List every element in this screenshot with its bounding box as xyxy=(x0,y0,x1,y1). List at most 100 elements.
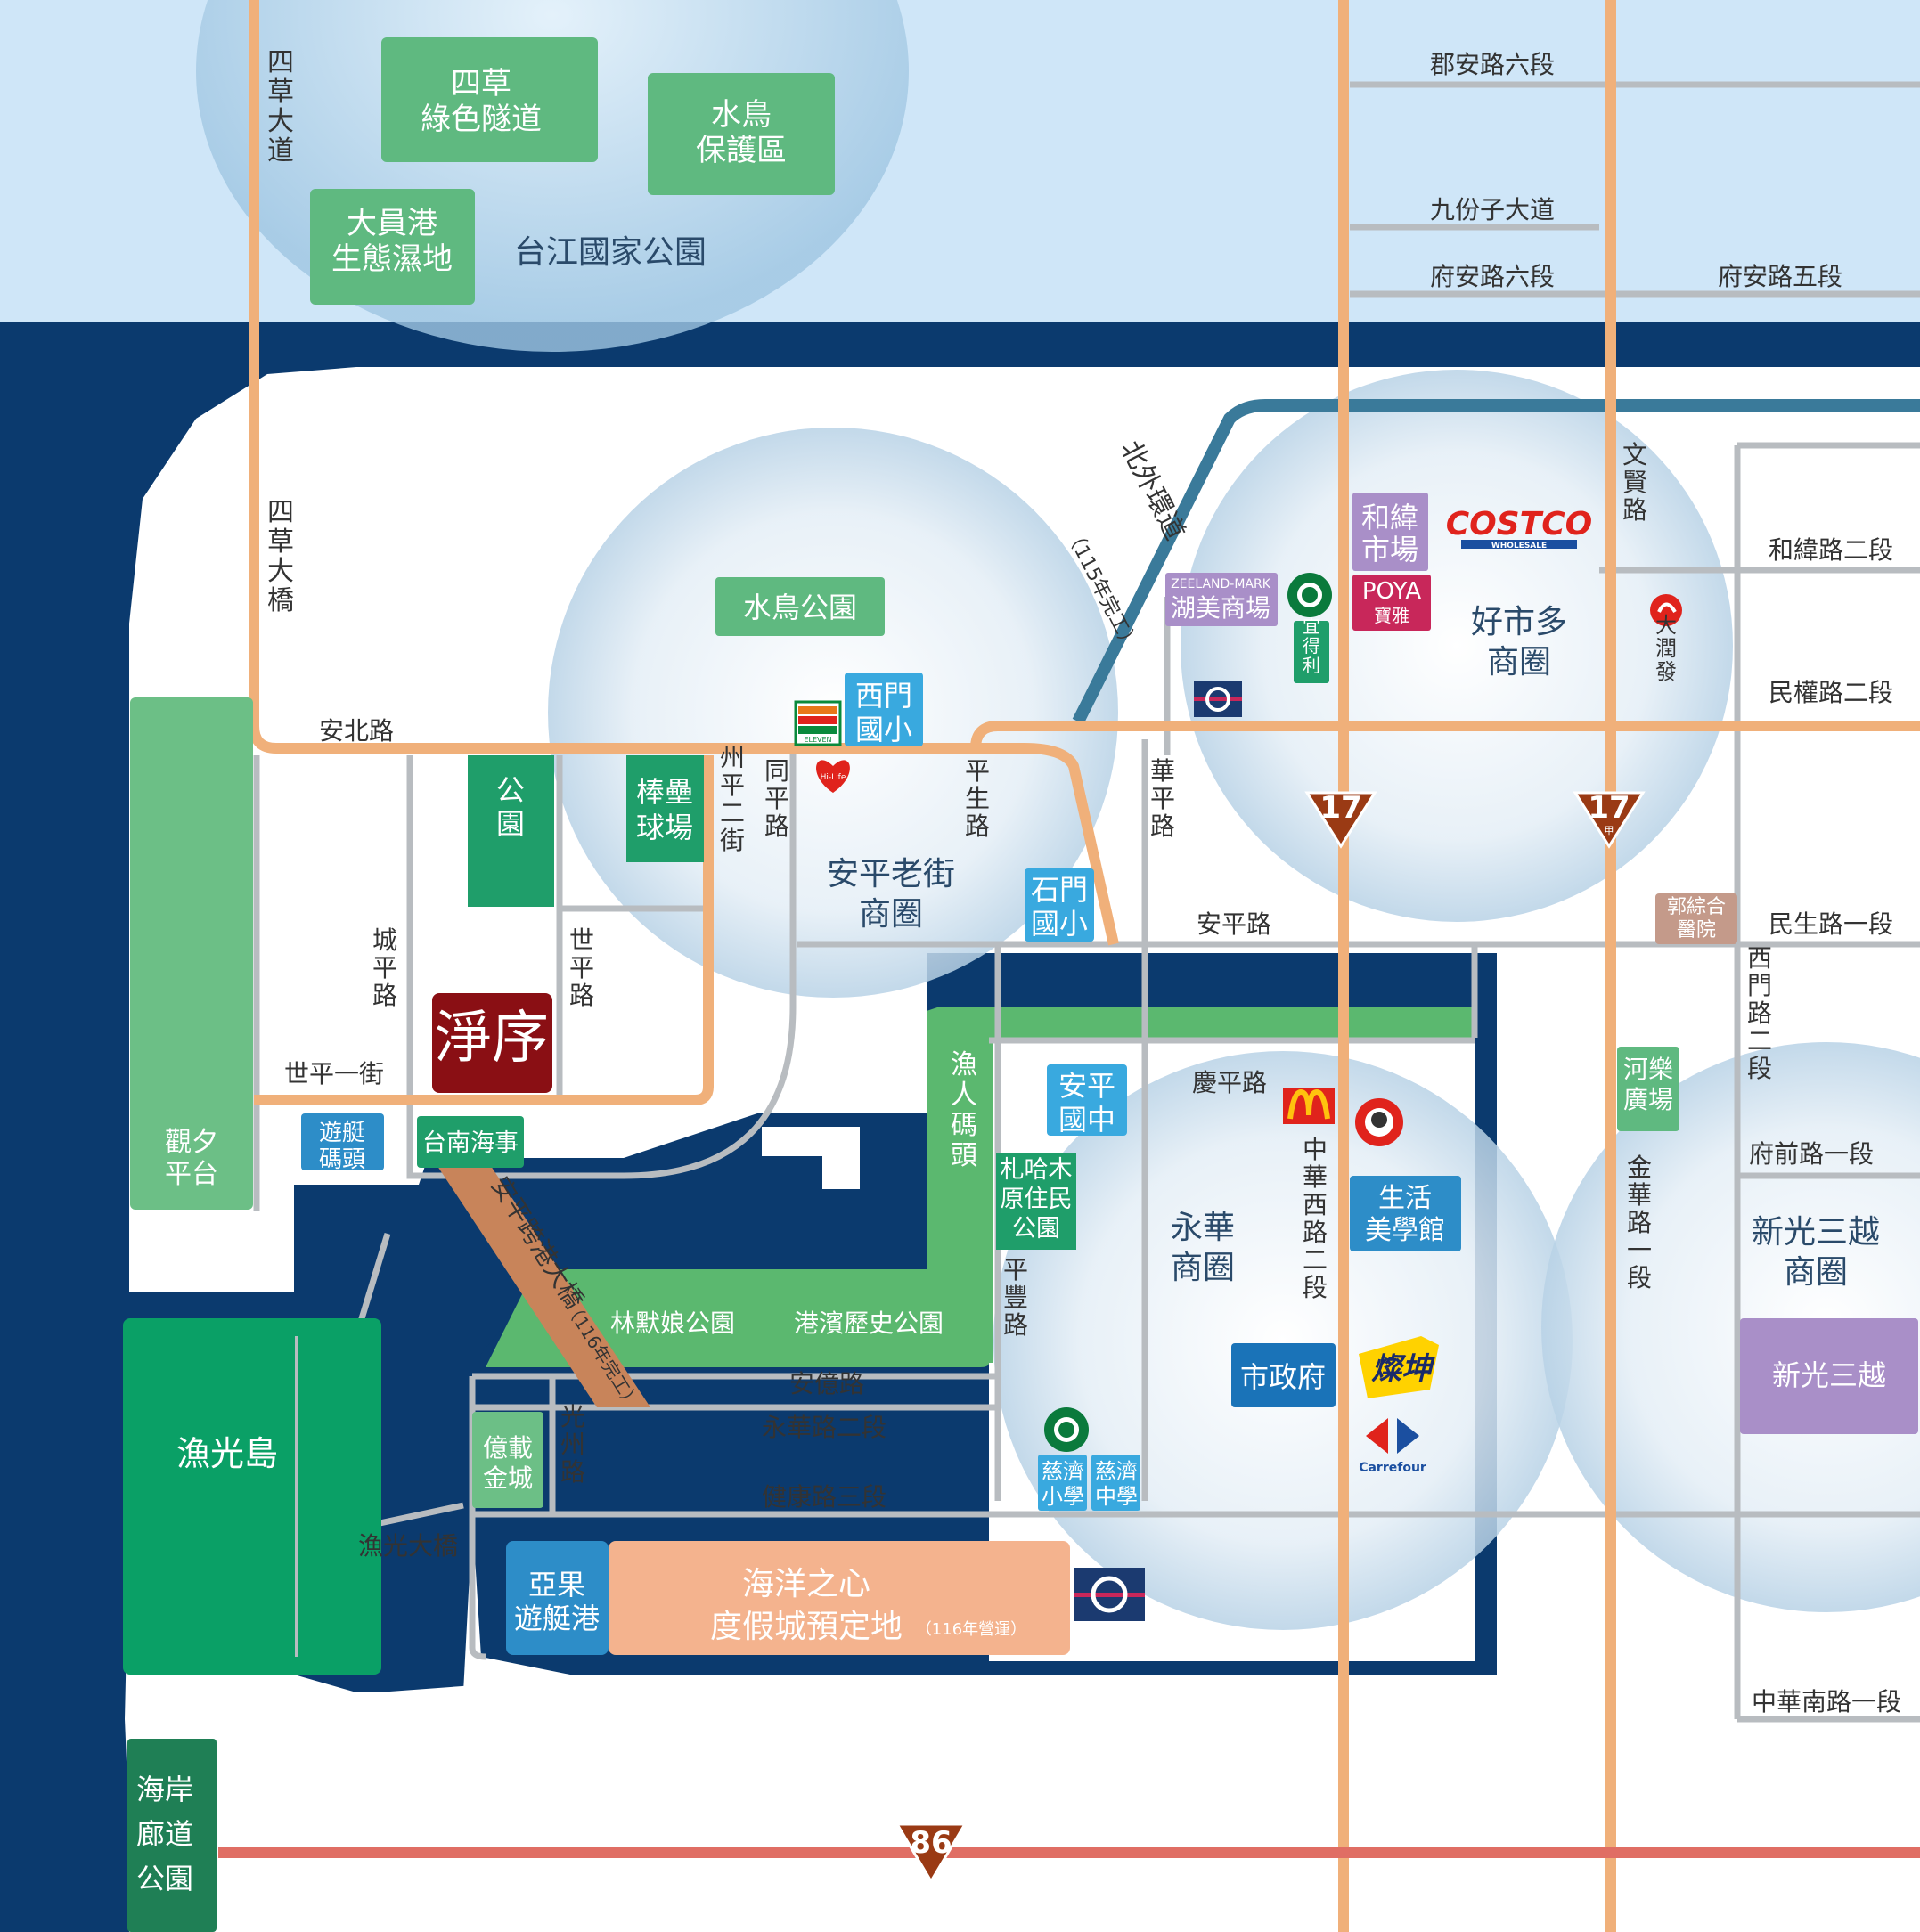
label-chengping: 城平路 xyxy=(372,925,397,1010)
box-sicao-tunnel xyxy=(381,37,598,162)
label-tongping: 同平路 xyxy=(764,756,789,841)
box-yidekli xyxy=(1294,621,1329,683)
box-bird-reserve xyxy=(648,73,835,195)
kfc-logo xyxy=(1355,1098,1403,1146)
label-huiemei-mall: 湖美商場 xyxy=(1171,593,1270,623)
label-huaping: 華平路 xyxy=(1150,756,1175,841)
label-anping-jh: 安平國中 xyxy=(1058,1069,1115,1137)
label-pingfeng: 平豐路 xyxy=(1003,1255,1028,1340)
main-roads xyxy=(249,0,1920,1932)
seven-eleven-logo: ELEVEN xyxy=(794,700,842,746)
box-guanxi xyxy=(130,697,253,1210)
label-jiufenzi: 九份子大道 xyxy=(1430,195,1555,224)
box-anping-jh xyxy=(1047,1064,1127,1136)
box-city-hall xyxy=(1231,1343,1336,1407)
label-guanxi: 觀夕平台 xyxy=(165,1127,218,1190)
label-ximen-elem: 西門國小 xyxy=(855,679,912,746)
box-lifestyle xyxy=(1350,1176,1461,1251)
carrefour-text: Carrefour xyxy=(1359,1461,1426,1475)
label-guangzhou: 光州路 xyxy=(560,1402,585,1487)
label-qingping: 慶平路 xyxy=(1192,1068,1267,1097)
carrefour-logo: Carrefour xyxy=(1359,1418,1426,1475)
box-jingxu xyxy=(432,993,552,1093)
label-minsheng1: 民生路一段 xyxy=(1769,909,1893,939)
water-basin-inner xyxy=(762,1156,822,1189)
label-yuguang-bridge: 漁光大橋 xyxy=(358,1531,458,1561)
hilife-text: Hi-Life xyxy=(821,773,846,782)
box-ximen-elem xyxy=(845,673,923,746)
costco-brand: COSTCO xyxy=(1446,506,1593,542)
label-yizai-jincheng: 億載金城 xyxy=(483,1433,533,1493)
green-belt xyxy=(486,1007,1475,1367)
label-sicao-ave: 四草大道 xyxy=(267,47,294,167)
label-yuguang-island: 漁光島 xyxy=(176,1434,278,1473)
label-cihji-elem: 慈濟小學 xyxy=(1042,1459,1084,1509)
hw17a-shield: 17 甲 xyxy=(1573,790,1646,849)
starbucks-icon-2 xyxy=(1044,1407,1089,1452)
box-dayuan-wetland xyxy=(310,189,475,305)
label-tainan-maritime: 台南海事 xyxy=(422,1129,519,1157)
label-costco-area: 好市多商圈 xyxy=(1471,604,1567,681)
label-jingxu: 淨序 xyxy=(435,1006,549,1072)
label-baseball: 棒壘球場 xyxy=(636,775,693,844)
box-guo-hospital xyxy=(1655,893,1737,944)
box-coastal-park xyxy=(127,1739,217,1932)
darun-icon xyxy=(1650,594,1682,626)
seven-eleven-text: ELEVEN xyxy=(804,736,831,744)
jinstore-text: 燦坤 xyxy=(1371,1351,1435,1387)
box-cihji-elem xyxy=(1038,1455,1087,1511)
box-ocean-heart xyxy=(609,1541,1070,1655)
label-wenxian: 文賢路 xyxy=(1622,440,1647,525)
label-anping-oldst: 安平老街商圈 xyxy=(827,856,955,933)
hw17-number: 17 xyxy=(1319,790,1361,826)
metro-icon-2 xyxy=(1074,1568,1145,1621)
bubble-yonghua xyxy=(993,1051,1573,1630)
label-linmoniang-park: 林默娘公園 xyxy=(610,1308,735,1338)
label-city-hall: 市政府 xyxy=(1240,1360,1326,1394)
box-yuguang-island xyxy=(123,1318,381,1675)
label-dayuan-wetland: 大員港生態濕地 xyxy=(331,206,453,277)
box-huiemei xyxy=(1165,573,1278,626)
label-zhonghuanan1: 中華南路一段 xyxy=(1752,1687,1901,1716)
box-bird-park xyxy=(715,577,885,636)
label-lifestyle-hall: 生活美學館 xyxy=(1365,1183,1445,1246)
label-junan6: 郡安路六段 xyxy=(1430,50,1555,79)
costco-logo: COSTCO WHOLESALE xyxy=(1446,506,1593,550)
box-shinkong xyxy=(1740,1318,1918,1434)
hw17a-sub: 甲 xyxy=(1605,825,1614,836)
box-poya xyxy=(1352,575,1431,631)
label-shiping: 世平路 xyxy=(569,925,594,1010)
label-yonghua-area: 永華商圈 xyxy=(1171,1210,1235,1286)
label-jinhua1: 金華路一段 xyxy=(1627,1153,1652,1292)
metro-icon-1 xyxy=(1194,681,1242,717)
label-yuren-wharf: 漁人碼頭 xyxy=(951,1049,977,1171)
label-park-label: 公園 xyxy=(496,773,525,841)
bubble-shinkong xyxy=(1541,1042,1920,1612)
label-guo-hospital: 郭綜合醫院 xyxy=(1667,896,1726,942)
label-shinkong: 新光三越 xyxy=(1772,1358,1886,1392)
label-pingsheng: 平生路 xyxy=(965,756,990,841)
label-bird-reserve: 水鳥保護區 xyxy=(696,97,787,168)
label-ocean-heart-note: （116年營運） xyxy=(916,1620,1026,1639)
label-shimen-elem: 石門國小 xyxy=(1031,873,1088,941)
label-heyue-plaza: 河樂廣場 xyxy=(1623,1055,1673,1114)
label-zhonghuaxi2: 中華西路二段 xyxy=(1303,1135,1328,1302)
label-zeeland-mark: ZEELAND-MARK xyxy=(1171,577,1271,591)
label-hewei-market: 和緯市場 xyxy=(1361,501,1418,567)
label-zhouping2: 州平二街 xyxy=(720,743,745,855)
label-minquan2: 民權路二段 xyxy=(1769,678,1893,707)
label-ximen2: 西門路二段 xyxy=(1747,943,1772,1083)
box-cihji-mid xyxy=(1091,1455,1140,1511)
label-poya-cn: 寶雅 xyxy=(1374,605,1409,626)
bubble-costco xyxy=(1181,370,1733,922)
label-ocean-heart: 海洋之心度假城預定地 xyxy=(710,1566,903,1645)
label-darun: 大潤發 xyxy=(1655,613,1677,684)
label-taijiang-park: 台江國家公園 xyxy=(514,234,707,271)
label-fuan5: 府安路五段 xyxy=(1718,262,1842,291)
label-coastal-park: 海岸廊道公園 xyxy=(136,1773,193,1895)
ring-road xyxy=(1072,399,1920,725)
label-shinkong-area: 新光三越商圈 xyxy=(1752,1214,1880,1291)
label-cihji-mid: 慈濟中學 xyxy=(1095,1459,1138,1509)
box-yizai xyxy=(472,1412,543,1508)
